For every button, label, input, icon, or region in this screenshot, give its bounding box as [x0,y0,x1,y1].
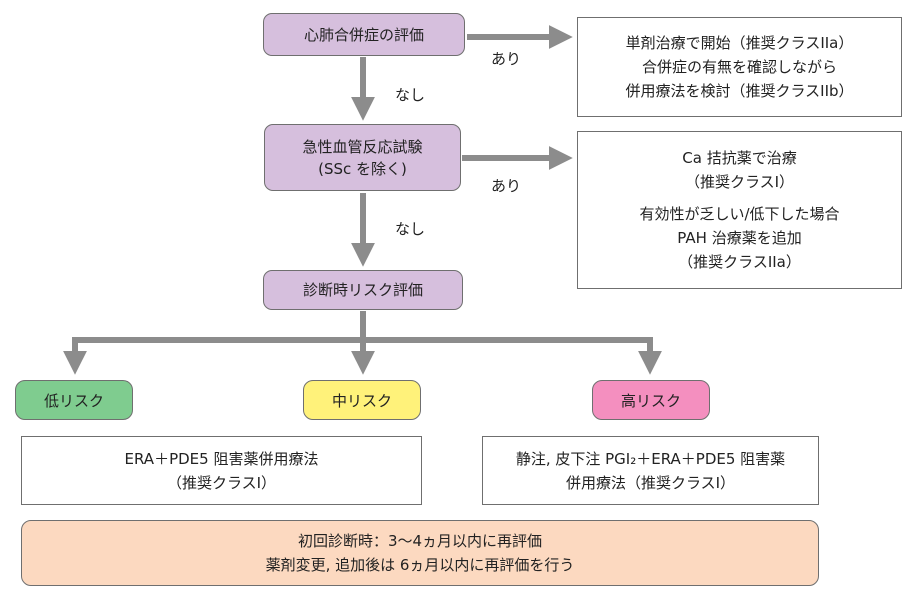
risk-low: 低リスク [15,380,133,420]
edge-label-no-2: なし [395,220,426,238]
node-comorbidity-label: 心肺合併症の評価 [303,25,424,44]
note-vaso-b-line-2: PAH 治療薬を追加 [677,229,802,247]
treatment-high-line-1: 静注, 皮下注 PGI₂＋ERA＋PDE5 阻害薬 [515,449,786,468]
treatment-high-line-2: 併用療法（推奨クラスI） [565,473,736,492]
risk-low-label: 低リスク [43,391,104,410]
risk-mid-label: 中リスク [331,391,392,410]
footer-line-2: 薬剤変更, 追加後は 6ヵ月以内に再評価を行う [265,556,575,574]
risk-mid: 中リスク [303,380,421,420]
note-comorbidity-yes: 単剤治療で開始（推奨クラスIIa） 合併症の有無を確認しながら 併用療法を検討（… [577,17,902,117]
treatment-low-line-2: （推奨クラスI） [166,473,277,492]
note-comorbidity-line-3: 併用療法を検討（推奨クラスIIb） [625,82,854,100]
note-vaso-a-line-1: Ca 拮抗薬で治療 [682,149,797,167]
note-vaso-b-line-1: 有効性が乏しい/低下した場合 [639,205,840,223]
note-comorbidity-line-1: 単剤治療で開始（推奨クラスIIa） [625,34,854,52]
note-comorbidity-line-2: 合併症の有無を確認しながら [641,58,837,76]
node-vasoreactivity-line-1: 急性血管反応試験 [302,137,423,156]
treatment-low: ERA＋PDE5 阻害薬併用療法 （推奨クラスI） [21,436,422,505]
footer-line-1: 初回診断時：3〜4ヵ月以内に再評価 [297,532,543,550]
treatment-low-line-1: ERA＋PDE5 阻害薬併用療法 [124,449,319,468]
node-vasoreactivity-line-2: (SSc を除く) [318,159,407,178]
footer-reassessment: 初回診断時：3〜4ヵ月以内に再評価 薬剤変更, 追加後は 6ヵ月以内に再評価を行… [21,520,819,586]
risk-high: 高リスク [592,380,710,420]
node-comorbidity: 心肺合併症の評価 [263,13,465,56]
node-risk-assessment-label: 診断時リスク評価 [302,281,423,299]
edge-label-yes-2: あり [491,177,522,195]
risk-high-label: 高リスク [620,391,681,410]
treatment-high: 静注, 皮下注 PGI₂＋ERA＋PDE5 阻害薬 併用療法（推奨クラスI） [482,436,819,505]
edge-label-yes-1: あり [491,50,522,68]
node-vasoreactivity: 急性血管反応試験 (SSc を除く) [264,124,461,191]
note-vaso-a-line-2: （推奨クラスI） [684,173,795,191]
node-risk-assessment: 診断時リスク評価 [263,270,463,310]
note-vaso-b-line-3: （推奨クラスIIa） [678,253,801,271]
edge-label-no-1: なし [395,86,426,104]
note-vaso-yes: Ca 拮抗薬で治療 （推奨クラスI） 有効性が乏しい/低下した場合 PAH 治療… [577,131,902,289]
